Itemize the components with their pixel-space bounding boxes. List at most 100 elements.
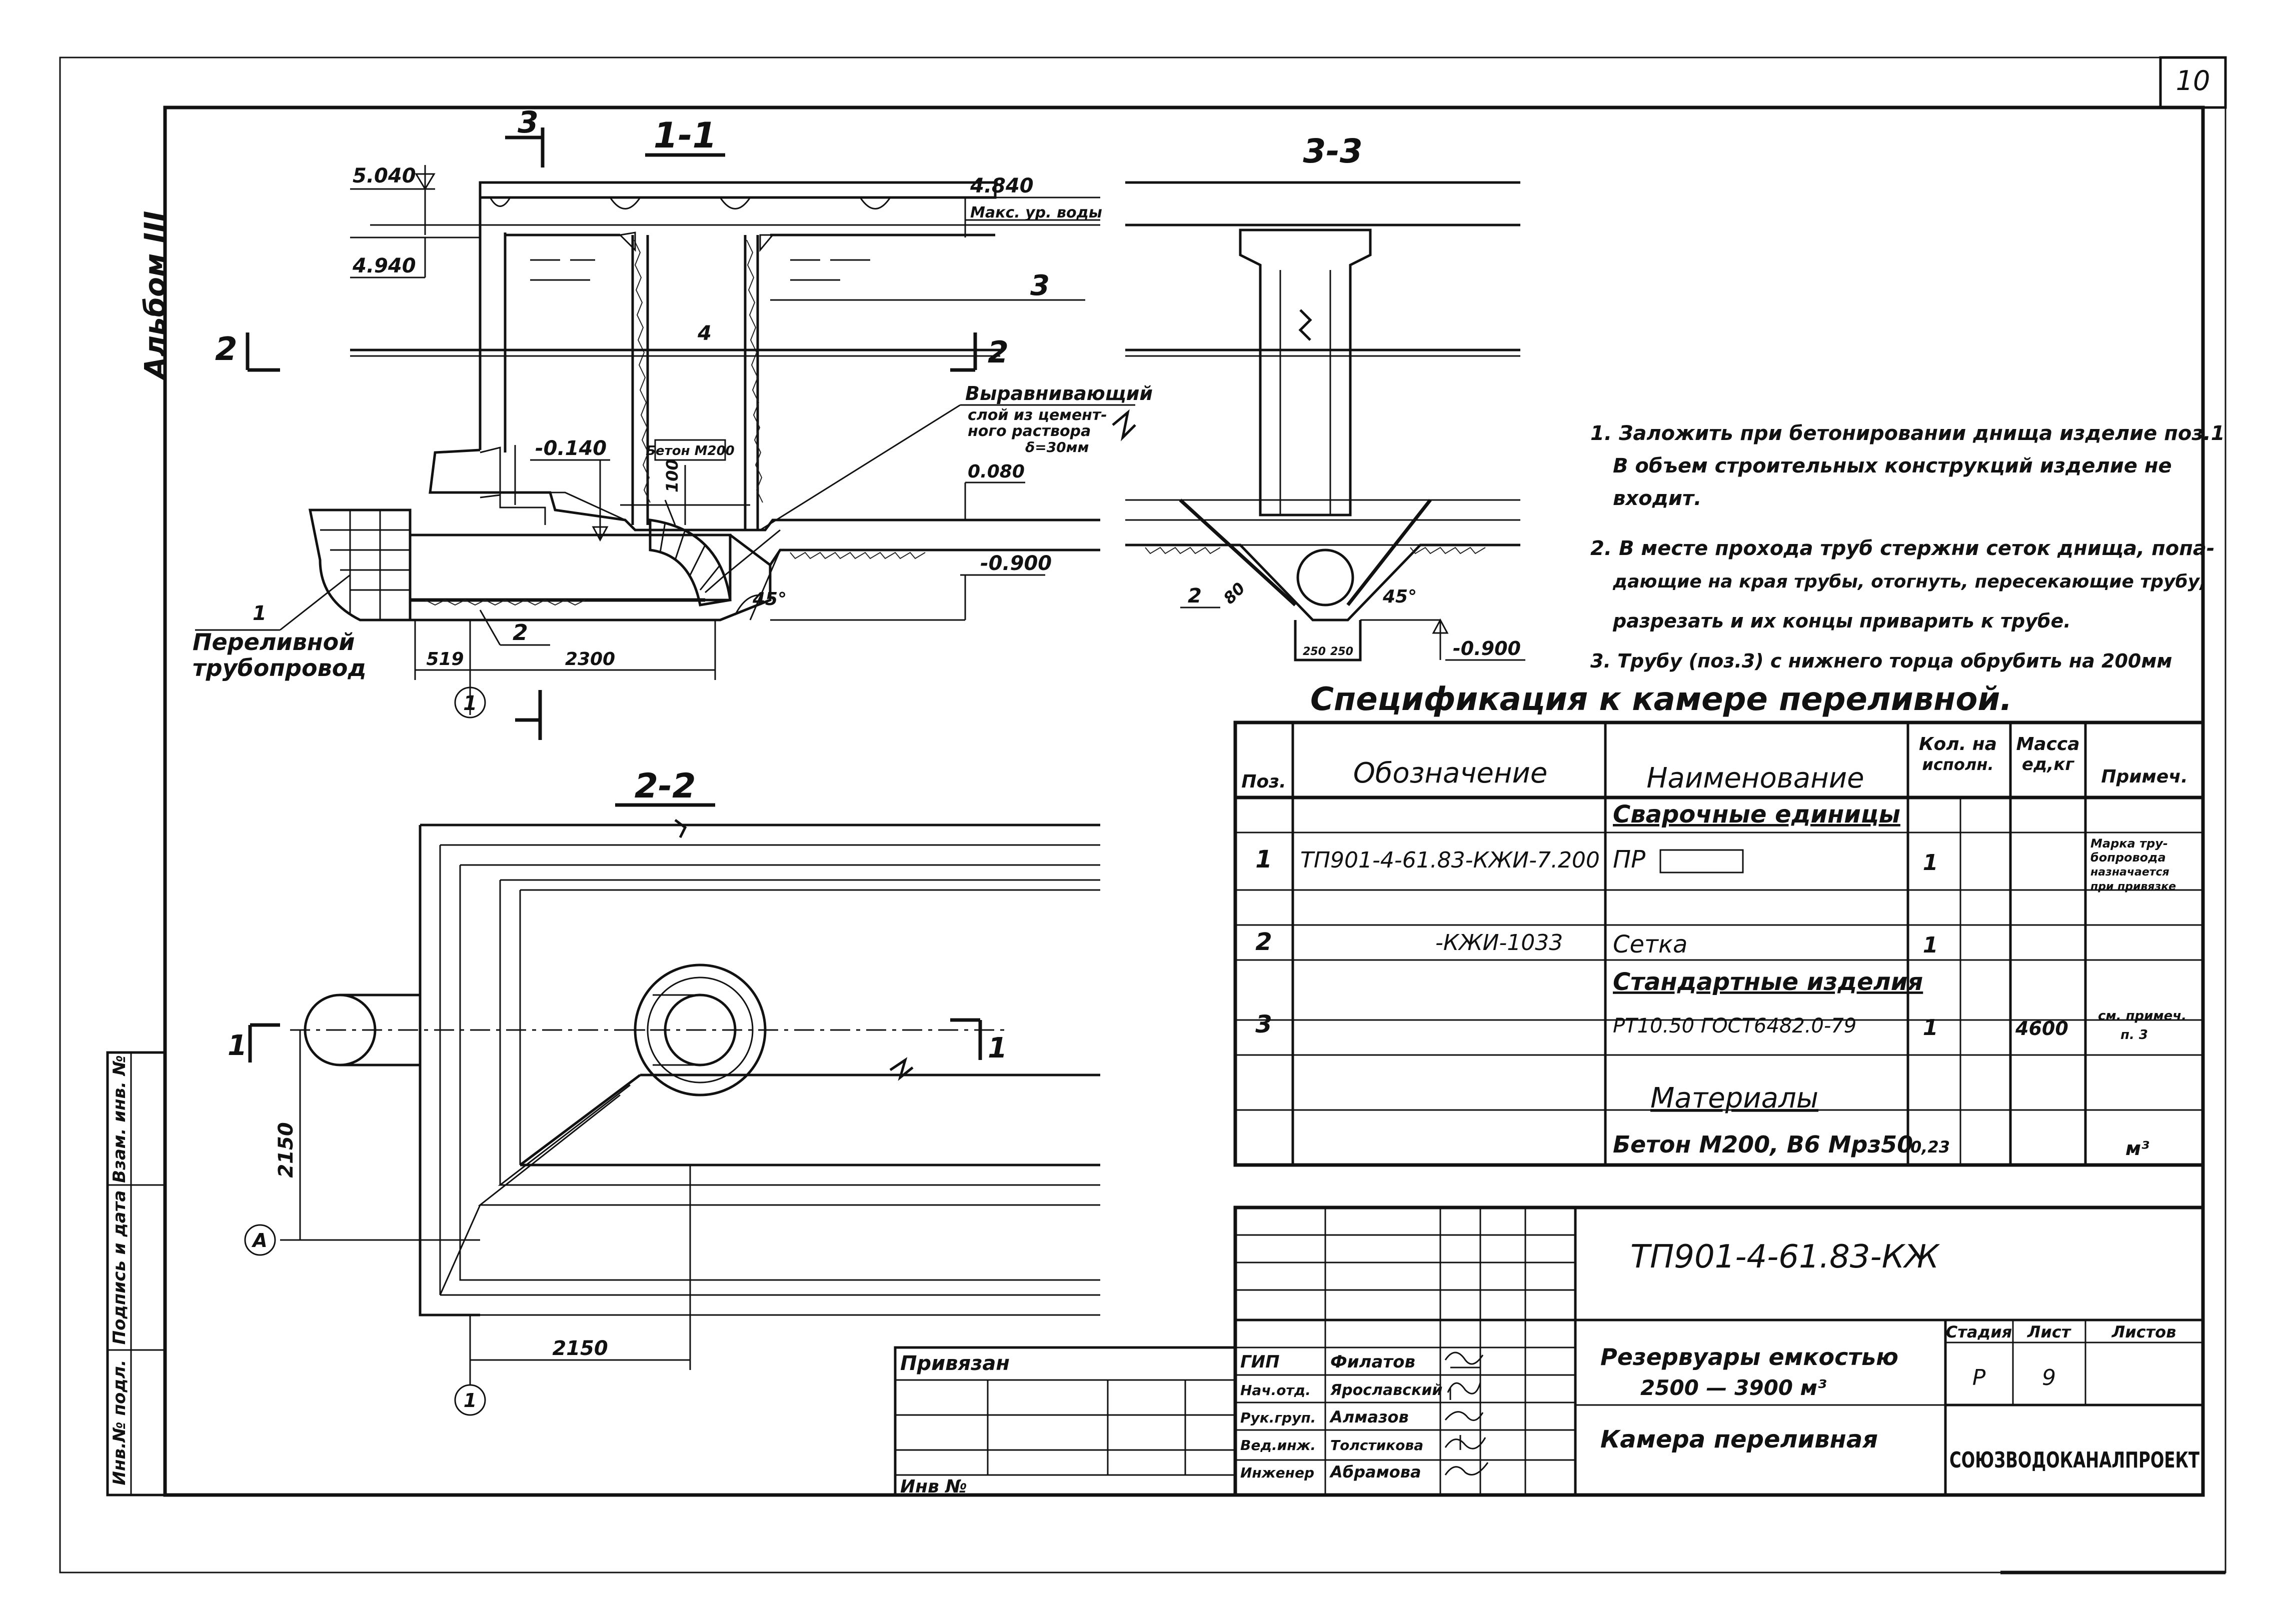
role-ved-inzh: Вед.инж.	[1240, 1437, 1316, 1454]
hdr-qty-1: Кол. на	[1919, 734, 1997, 754]
layer-note-3: ного раствора	[968, 422, 1091, 440]
cut-3-mark: 3	[518, 105, 539, 140]
note-line-1: 1. Заложить при бетонировании днища изде…	[1590, 422, 2225, 445]
spec-table: Спецификация к камере переливной. Поз. О…	[1233, 681, 2205, 1167]
angle-45-1: 45°	[752, 589, 787, 610]
section-2-2-title: 2-2	[635, 766, 696, 806]
row-3-note-2: п. 3	[2120, 1028, 2148, 1042]
inv-label: Инв №	[900, 1476, 967, 1497]
side-stamp-inv: Инв.№ подл.	[110, 1360, 130, 1485]
level-m0140: -0.140	[535, 437, 607, 460]
row-3-mass: 4600	[2015, 1018, 2068, 1040]
sheet-label: Лист	[2027, 1322, 2072, 1342]
pos-3-label: 3	[1030, 270, 1050, 302]
level-4940: 4.940	[352, 254, 416, 278]
dim-2150-v: 2150	[275, 1122, 298, 1178]
signature-3	[1444, 1411, 1484, 1422]
angle-45-2: 45°	[1382, 586, 1417, 607]
dim-2150-h: 2150	[552, 1337, 608, 1360]
dim-2300: 2300	[565, 649, 615, 670]
sheet-value: 9	[2042, 1365, 2056, 1390]
note-line-4: 2. В месте прохода труб стержни сеток дн…	[1590, 537, 2214, 560]
hdr-mass-1: Масса	[2016, 734, 2079, 754]
name-yaroslavsky: Ярославский	[1330, 1382, 1442, 1399]
row-heading-welding: Сварочные единицы	[1613, 800, 1900, 828]
outer-frame	[59, 56, 2226, 1574]
row-3-note-1: см. примеч.	[2098, 1008, 2186, 1024]
doc-code: ТП901-4-61.83-КЖ	[1630, 1238, 1940, 1276]
role-nach-otd: Нач.отд.	[1240, 1382, 1311, 1398]
dim-80: 80	[1220, 578, 1249, 608]
note-line-7: 3. Трубу (поз.3) с нижнего торца обрубит…	[1590, 650, 2172, 672]
row-2-designation: -КЖИ-1033	[1435, 930, 1563, 956]
row-1-note-3: назначается	[2090, 866, 2169, 878]
album-label: Альбом III	[138, 211, 172, 382]
dim-250-b: 250	[1330, 646, 1353, 658]
axis-a: А	[251, 1230, 267, 1252]
row-4-name: Бетон М200, В6 Мрз50	[1613, 1131, 1913, 1158]
row-2-qty: 1	[1923, 932, 1938, 958]
signature-4	[1444, 1435, 1486, 1450]
cut-2-left: 2	[215, 331, 238, 368]
level-4840: 4.840	[970, 174, 1034, 198]
level-5040: 5.040	[353, 164, 416, 188]
sheets-label: Листов	[2111, 1322, 2176, 1342]
level-0080: 0.080	[968, 462, 1025, 482]
pos-2-label: 2	[513, 620, 528, 646]
page-number: 10	[2176, 65, 2210, 96]
signature-1	[1444, 1352, 1484, 1368]
name-filatov: Филатов	[1330, 1352, 1415, 1372]
row-1-note-1: Марка тру-	[2090, 836, 2168, 850]
level-m0900-3-3: -0.900	[1453, 638, 1521, 660]
stage-value: Р	[1972, 1365, 1986, 1390]
row-3-pos: 3	[1255, 1010, 1272, 1038]
spec-title: Спецификация к камере переливной.	[1310, 681, 2012, 718]
page-number-box: 10	[2159, 56, 2227, 109]
row-4-note: м³	[2125, 1138, 2149, 1160]
role-inzhener: Инженер	[1240, 1464, 1314, 1481]
section-1-1-title: 1-1	[654, 115, 717, 156]
subject: Камера переливная	[1600, 1426, 1878, 1454]
row-3-name: РТ10.50 ГОСТ6482.0-79	[1613, 1014, 1856, 1038]
signature-2	[1447, 1382, 1481, 1400]
name-abramova: Абрамова	[1329, 1462, 1421, 1482]
role-gip: ГИП	[1240, 1352, 1280, 1372]
row-heading-standard: Стандартные изделия	[1613, 968, 1923, 996]
row-heading-materials: Материалы	[1650, 1082, 1818, 1114]
layer-note-4: δ=30мм	[1025, 439, 1089, 456]
axis-1-a: 1	[463, 692, 477, 715]
title-block: Привязан Инв № ГИП Нач.отд. Рук.груп. Ве…	[894, 1206, 2205, 1497]
side-stamp-replace: Взам. инв. №	[110, 1055, 130, 1183]
pipe-label-1: Переливной	[193, 628, 355, 656]
row-1-designation: ТП901-4-61.83-КЖИ-7.200	[1300, 848, 1600, 873]
hdr-mass-2: ед,кг	[2022, 754, 2075, 774]
max-water-label: Макс. ур. воды	[970, 204, 1102, 222]
cut-1-left: 1	[228, 1030, 247, 1062]
signature-5	[1444, 1462, 1489, 1476]
side-stamp: Инв.№ подл. Подпись и дата Взам. инв. №	[106, 1051, 167, 1496]
org-name: СОЮЗВОДОКАНАЛПРОЕКТ	[1949, 1448, 2199, 1473]
beton-label: Бетон М200	[646, 444, 735, 458]
row-2-name: Сетка	[1613, 930, 1687, 958]
dim-519: 519	[426, 649, 464, 670]
hdr-name: Наименование	[1646, 762, 1864, 794]
section-3-3: 3-3 250 250 2 80 45° -0.900	[1125, 132, 1525, 662]
note-line-3: входит.	[1613, 487, 1701, 510]
layer-note-2: слой из цемент-	[968, 406, 1107, 424]
section-2-2: 2-2 1 1	[228, 766, 1100, 1416]
section-3-3-title: 3-3	[1303, 132, 1362, 170]
dim-250-a: 250	[1303, 646, 1326, 658]
hdr-designation: Обозначение	[1353, 757, 1548, 790]
privyazan-label: Привязан	[900, 1352, 1010, 1375]
notes: 1. Заложить при бетонировании днища изде…	[1590, 422, 2225, 672]
row-1-note-2: бопровода	[2090, 850, 2166, 864]
row-1-qty: 1	[1923, 850, 1938, 876]
hdr-qty-2: исполн.	[1922, 755, 1993, 774]
note-line-6: разрезать и их концы приварить к трубе.	[1612, 610, 2071, 632]
title-line-1: Резервуары емкостью	[1600, 1344, 1898, 1370]
hdr-note: Примеч.	[2101, 766, 2187, 787]
row-1-note-4: при привязке	[2090, 880, 2176, 893]
layer-note-1: Выравнивающий	[965, 382, 1153, 404]
dim-100: 100	[663, 459, 682, 492]
